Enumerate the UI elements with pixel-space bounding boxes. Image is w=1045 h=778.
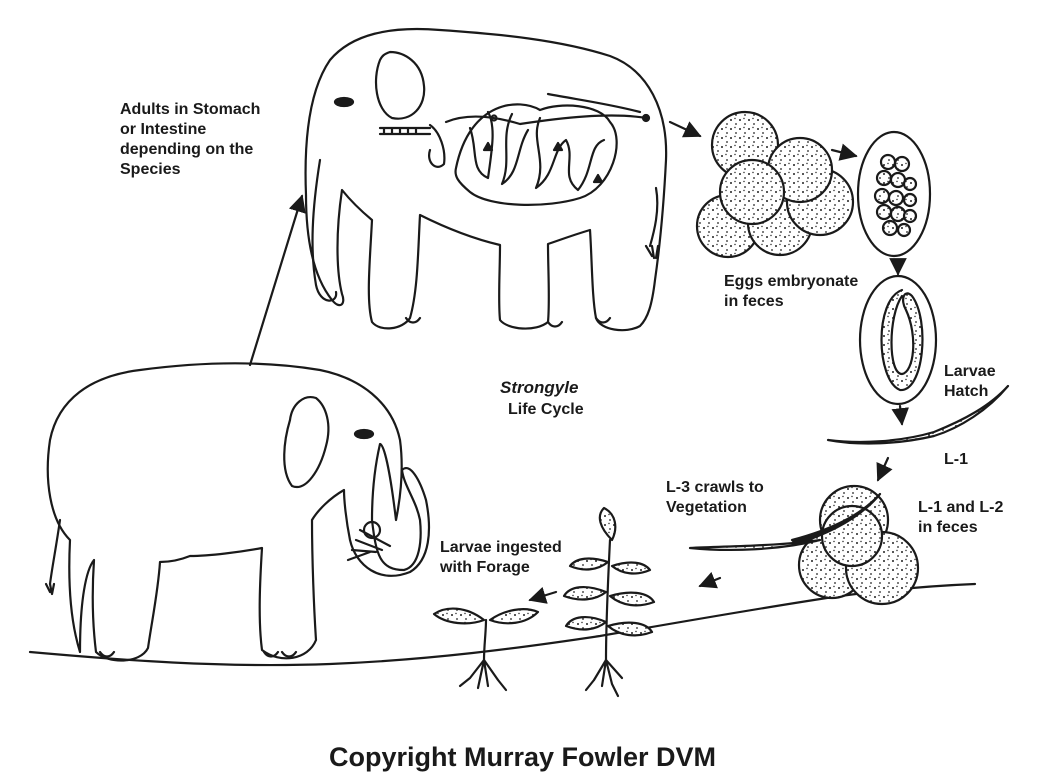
seedling-icon bbox=[434, 609, 538, 690]
copyright-text: Copyright Murray Fowler DVM bbox=[0, 742, 1045, 773]
title-strongyle: Strongyle bbox=[500, 378, 578, 398]
label-eggs-embryonate: Eggs embryonate in feces bbox=[724, 272, 858, 312]
label-larvae-hatch: Larvae Hatch bbox=[944, 362, 996, 402]
larva-icon bbox=[690, 540, 820, 550]
label-adults: Adults in Stomach or Intestine depending… bbox=[120, 100, 260, 180]
title-life-cycle: Life Cycle bbox=[508, 400, 584, 420]
label-larvae-ingested: Larvae ingested with Forage bbox=[440, 538, 562, 578]
elephant-adult-icon bbox=[306, 29, 667, 330]
larva-in-egg-icon bbox=[860, 276, 936, 404]
feces-larvae-icon bbox=[799, 486, 918, 604]
plant-icon bbox=[564, 508, 654, 696]
embryonated-egg-icon bbox=[858, 132, 930, 256]
egg-cluster-icon bbox=[697, 112, 853, 257]
label-l3-crawls: L-3 crawls to Vegetation bbox=[666, 478, 764, 518]
label-l1-l2: L-1 and L-2 in feces bbox=[918, 498, 1003, 538]
elephant-feeding-icon bbox=[46, 363, 429, 660]
label-l1: L-1 bbox=[944, 450, 968, 470]
